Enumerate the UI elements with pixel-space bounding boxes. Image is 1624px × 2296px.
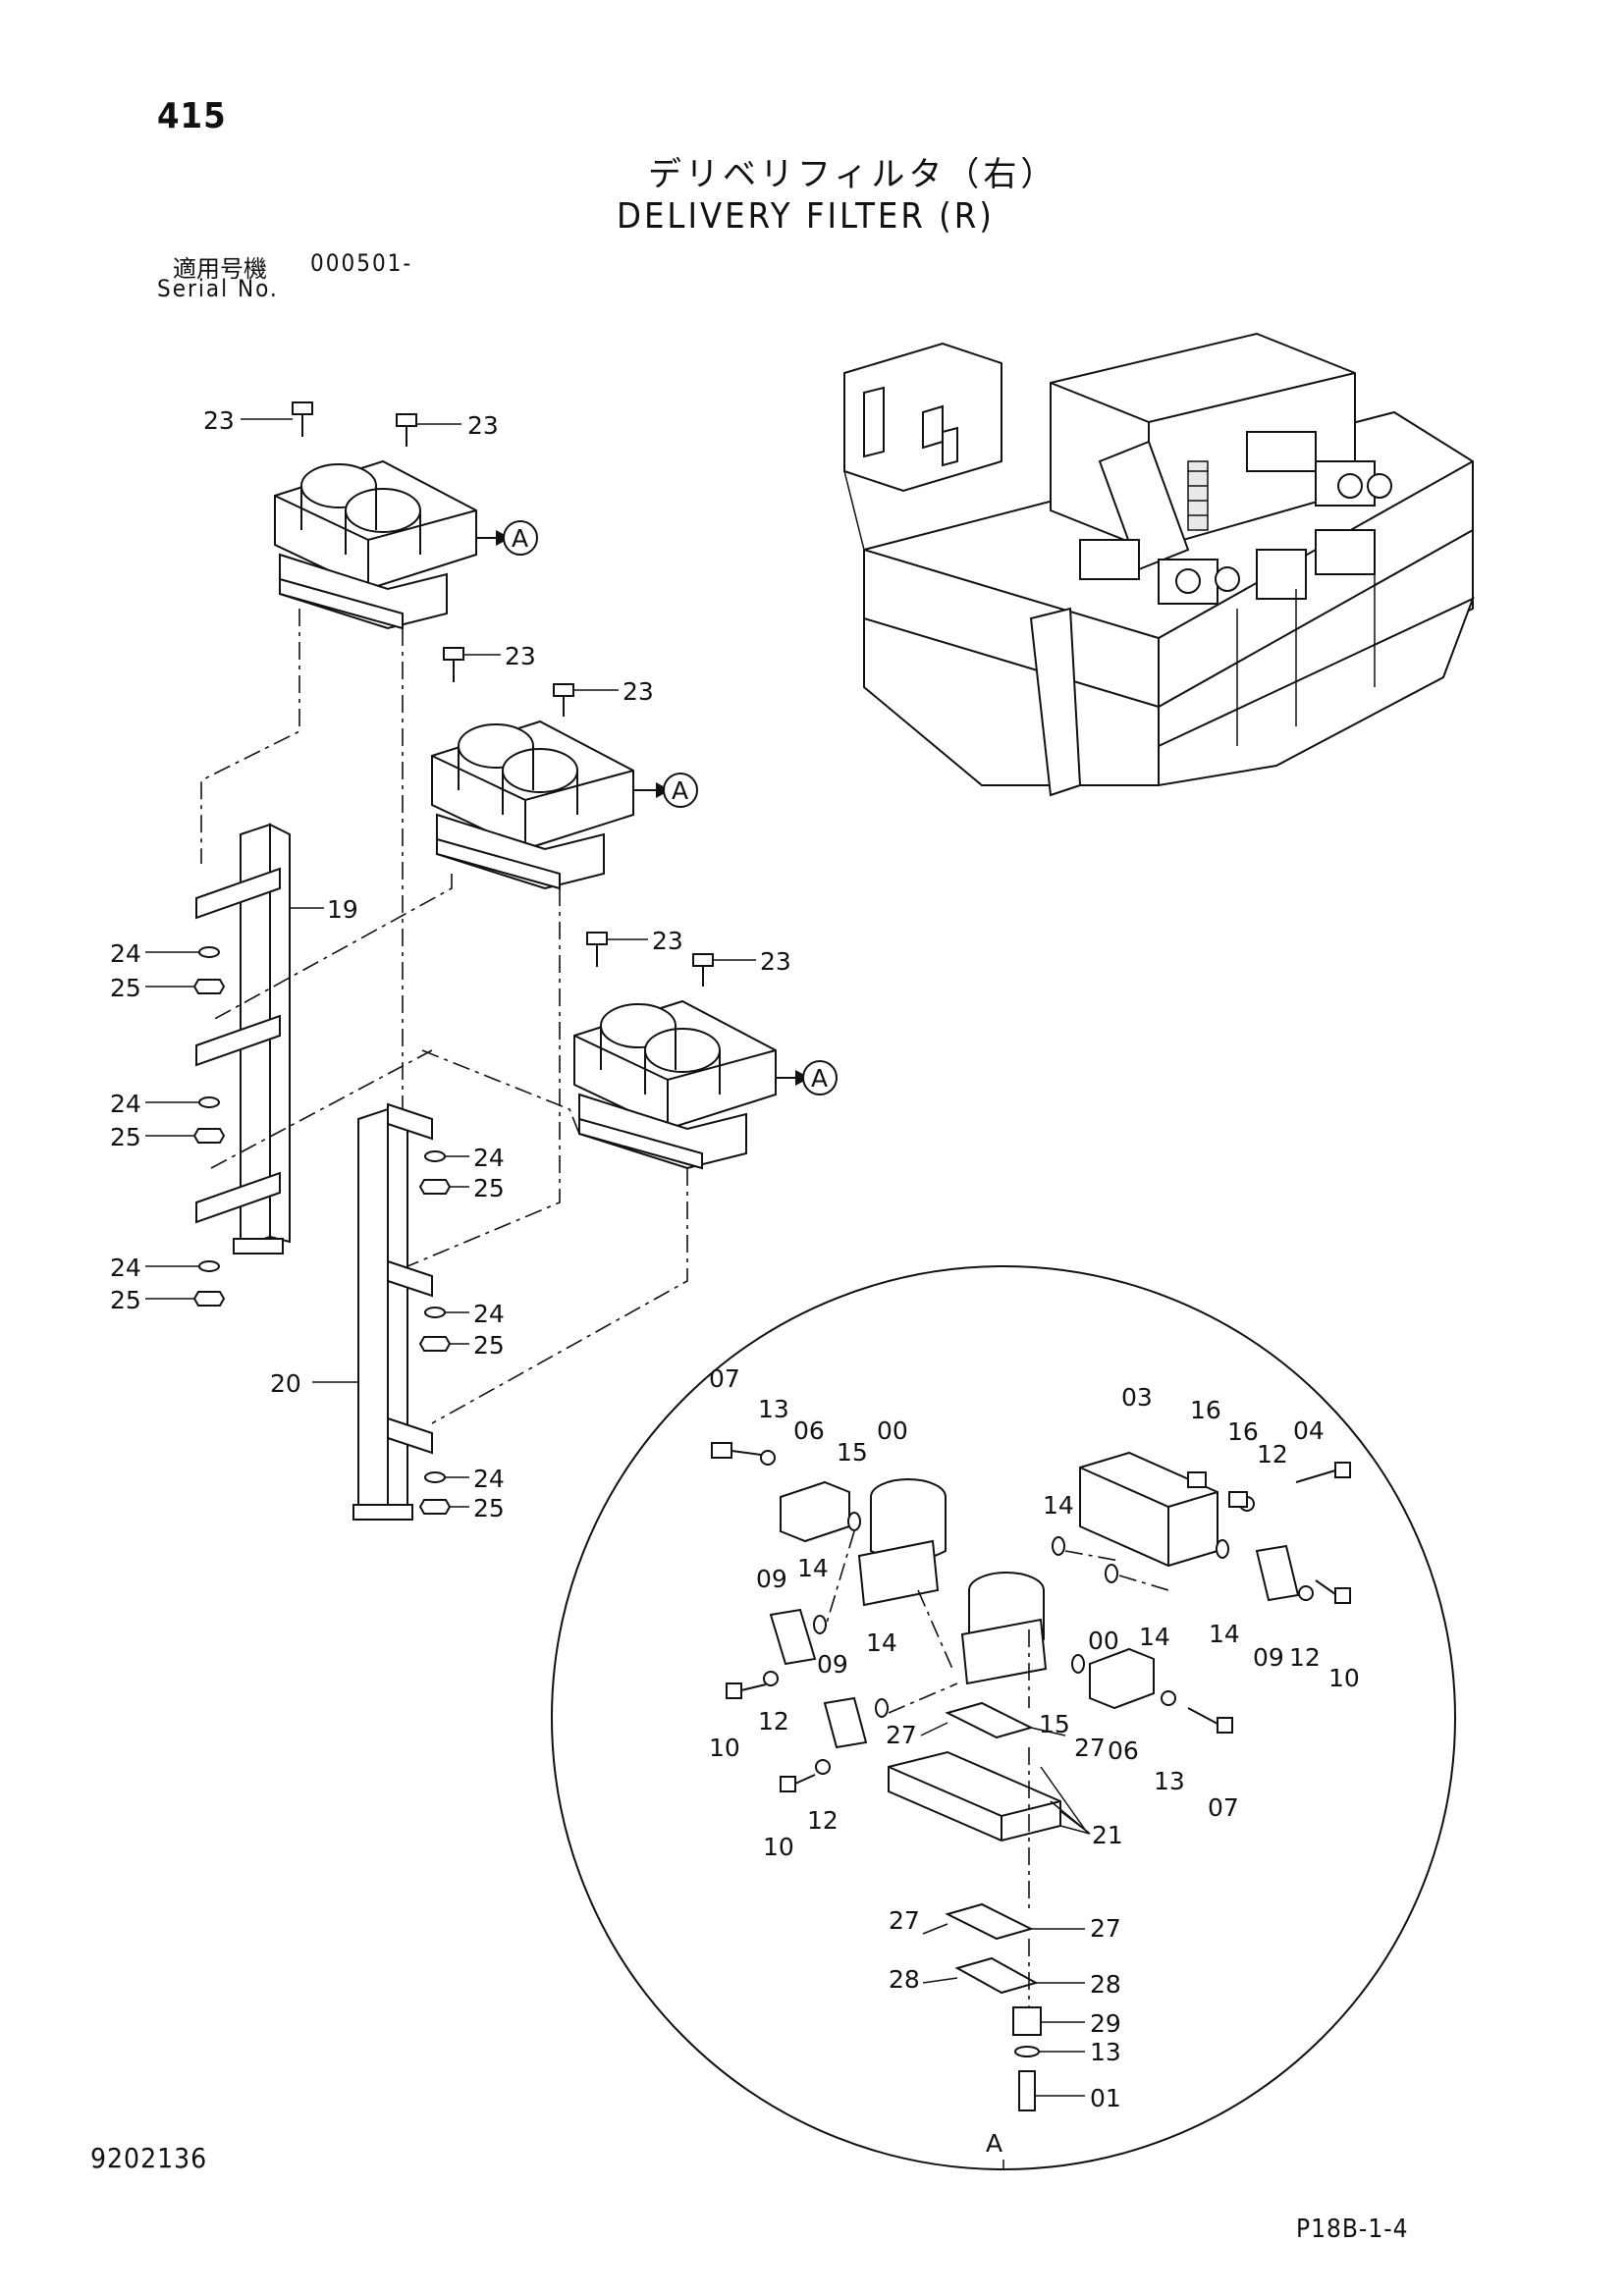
document-number: 9202136 (90, 2142, 208, 2174)
callout-24: 24 (110, 939, 141, 968)
callout-15: 15 (1039, 1710, 1070, 1738)
callout-a: A (811, 1064, 828, 1093)
callout-14: 14 (1139, 1623, 1170, 1651)
detail-a-marker-2 (633, 773, 698, 808)
callout-07: 07 (1208, 1793, 1239, 1822)
callout-a: A (512, 524, 528, 553)
callout-24: 24 (110, 1254, 141, 1282)
callout-23: 23 (203, 406, 235, 435)
callout-15: 15 (837, 1438, 868, 1467)
callout-09: 09 (817, 1650, 848, 1679)
filter-unit-lower (573, 999, 777, 1170)
callout-25: 25 (473, 1331, 505, 1360)
callout-19: 19 (327, 895, 358, 924)
callout-16: 16 (1227, 1417, 1259, 1446)
plate-code: P18B-1-4 (1296, 2215, 1409, 2244)
bolt-23-set (292, 401, 714, 987)
filter-unit-upper (274, 459, 477, 630)
callout-21: 21 (1092, 1821, 1123, 1849)
callout-23: 23 (760, 947, 791, 976)
callout-28: 28 (1090, 1970, 1121, 1999)
serial-number-range: 000501- (310, 249, 413, 277)
callout-25: 25 (473, 1494, 505, 1522)
callout-25: 25 (473, 1174, 505, 1202)
serial-label-english: Serial No. (157, 275, 279, 302)
detail-a-marker-1 (476, 520, 538, 556)
callout-10: 10 (1328, 1664, 1360, 1692)
callout-14: 14 (797, 1554, 829, 1582)
bracket-19 (195, 823, 291, 1255)
callout-14: 14 (1209, 1620, 1240, 1648)
title-english: DELIVERY FILTER (R) (617, 196, 995, 237)
machine-overview-drawing (843, 332, 1475, 797)
detail-a-marker-3 (776, 1060, 838, 1095)
callout-24: 24 (473, 1465, 505, 1493)
callout-09: 09 (1253, 1643, 1284, 1672)
callout-23: 23 (467, 411, 499, 440)
filter-unit-middle (431, 720, 634, 890)
callout-10: 10 (709, 1734, 740, 1762)
callout-24: 24 (110, 1090, 141, 1118)
callout-12: 12 (1289, 1643, 1321, 1672)
callout-29: 29 (1090, 2009, 1121, 2038)
callout-16: 16 (1190, 1396, 1221, 1424)
callout-23: 23 (623, 677, 654, 706)
callout-24: 24 (473, 1144, 505, 1172)
callout-07: 07 (709, 1364, 740, 1393)
callout-labels: 23 23 23 23 23 23 A A A A 19 20 24 25 24… (110, 406, 1360, 2158)
post-20 (352, 1102, 433, 1521)
callout-00: 00 (1088, 1627, 1119, 1655)
callout-06: 06 (793, 1416, 825, 1445)
callout-12: 12 (807, 1806, 839, 1835)
callout-27: 27 (886, 1721, 917, 1749)
callout-03: 03 (1121, 1383, 1153, 1412)
callout-13: 13 (758, 1395, 789, 1423)
callout-09: 09 (756, 1565, 787, 1593)
callout-24: 24 (473, 1300, 505, 1328)
callout-12: 12 (758, 1707, 789, 1735)
callout-12: 12 (1257, 1440, 1288, 1468)
detail-a-view (551, 1265, 1456, 2170)
callout-14: 14 (1043, 1491, 1074, 1520)
callout-25: 25 (110, 1123, 141, 1151)
callout-14: 14 (866, 1629, 897, 1657)
callout-23: 23 (505, 642, 536, 670)
callout-13: 13 (1090, 2038, 1121, 2066)
page-number: 415 (157, 96, 227, 136)
callout-25: 25 (110, 974, 141, 1002)
callout-28: 28 (889, 1965, 920, 1994)
filter-assembly-exploded-view (145, 401, 838, 1521)
callout-27: 27 (1090, 1914, 1121, 1943)
callout-27: 27 (889, 1906, 920, 1935)
title-japanese: デリベリフィルタ（右） (648, 155, 1058, 194)
callout-27: 27 (1074, 1734, 1106, 1762)
callout-23: 23 (652, 927, 683, 955)
washer-nut-set (192, 946, 452, 1515)
callout-a: A (672, 776, 688, 805)
callout-06: 06 (1108, 1736, 1139, 1765)
callout-10: 10 (763, 1833, 794, 1861)
callout-13: 13 (1154, 1767, 1185, 1795)
callout-01: 01 (1090, 2084, 1121, 2112)
callout-20: 20 (270, 1369, 301, 1398)
callout-00: 00 (877, 1416, 908, 1445)
callout-25: 25 (110, 1286, 141, 1314)
callout-04: 04 (1293, 1416, 1325, 1445)
callout-a: A (986, 2129, 1002, 2158)
serial-label-japanese: 適用号機 (173, 255, 267, 283)
